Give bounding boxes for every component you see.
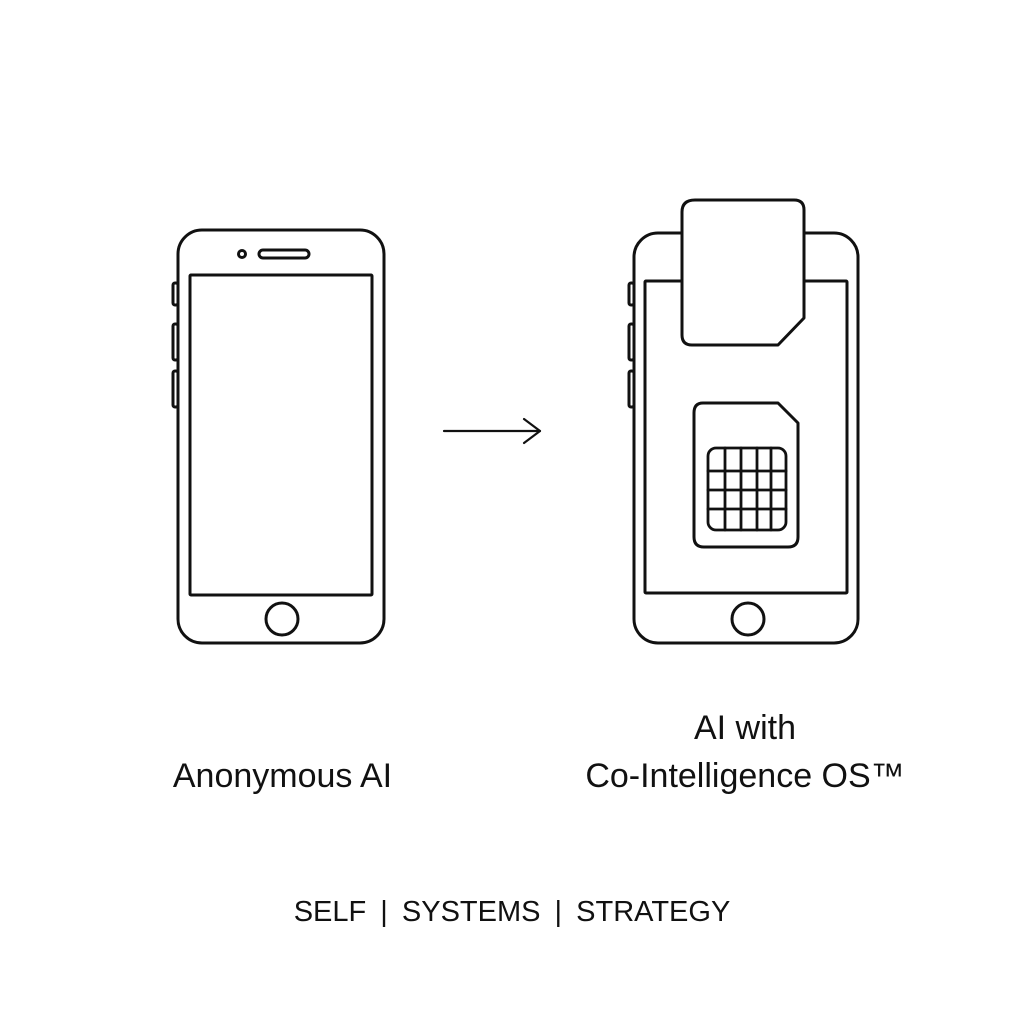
- tagline-item-systems: SYSTEMS: [401, 896, 541, 928]
- right-phone-home-button: [730, 601, 766, 637]
- tagline-item-strategy: STRATEGY: [576, 896, 731, 928]
- sim-card-icon: [680, 198, 806, 347]
- right-phone-volume-down: [627, 369, 636, 409]
- caption-co-intelligence: AI with Co-Intelligence OS™: [540, 704, 950, 800]
- left-phone-camera: [237, 249, 247, 259]
- tagline-separator-1: |: [380, 896, 388, 928]
- left-phone-icon: [171, 228, 386, 645]
- left-phone-screen: [188, 273, 374, 597]
- left-phone-volume-up: [171, 322, 180, 362]
- caption-anonymous-ai-text: Anonymous AI: [172, 757, 393, 795]
- tagline-item-self: SELF: [293, 896, 367, 928]
- tagline-footer: SELF | SYSTEMS | STRATEGY: [0, 892, 1024, 932]
- left-phone-speaker: [257, 248, 311, 260]
- sim-chip-icon: [706, 446, 788, 532]
- smartphone-with-sim-icon: [627, 198, 860, 645]
- caption-co-intelligence-line2: Co-Intelligence OS™: [585, 757, 905, 795]
- left-phone-side-button: [171, 281, 180, 307]
- right-phone-side-button: [627, 281, 636, 307]
- arrow-right-icon: [442, 417, 542, 445]
- caption-anonymous-ai: Anonymous AI: [140, 752, 425, 800]
- tagline-separator-2: |: [554, 896, 563, 928]
- left-phone-volume-down: [171, 369, 180, 409]
- left-phone-home-button: [264, 601, 300, 637]
- right-phone-volume-up: [627, 322, 636, 362]
- left-phone-body: [176, 228, 386, 645]
- caption-co-intelligence-line1: AI with: [693, 709, 797, 747]
- small-sim-card: [692, 401, 800, 549]
